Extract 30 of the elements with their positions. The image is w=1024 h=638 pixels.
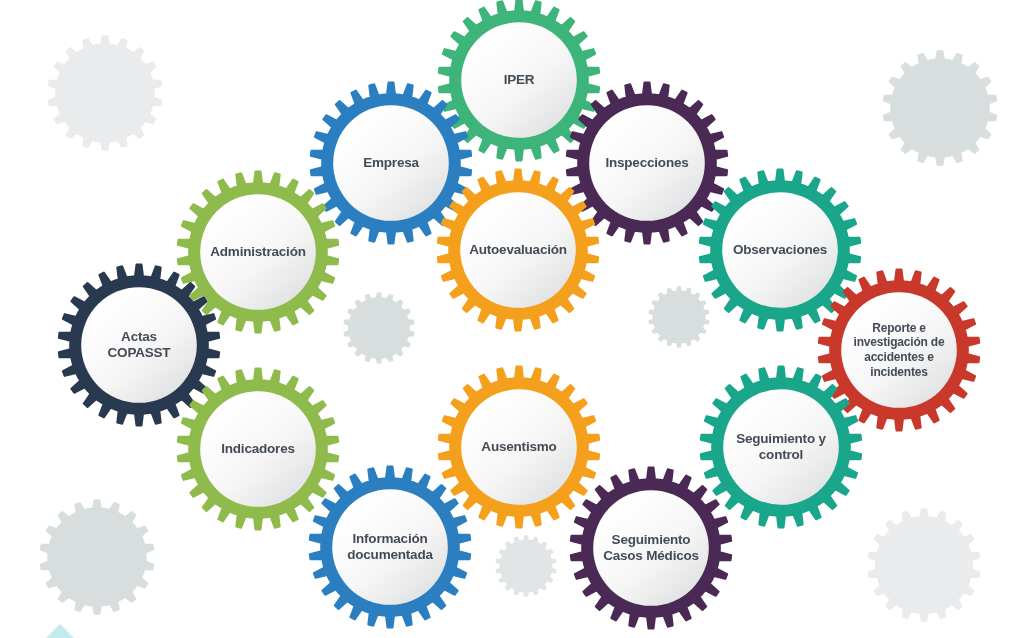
gear: [698, 168, 862, 332]
gear: [176, 170, 340, 334]
gear-label: Inspecciones: [605, 154, 689, 172]
gear: [308, 465, 472, 629]
gear: [176, 367, 340, 531]
gear-label: Información documentada: [346, 530, 434, 564]
gear: [309, 81, 473, 245]
gear-label: Empresa: [363, 154, 419, 172]
gear-label: Reporte e investigación de accidentes e incidentes: [852, 320, 946, 380]
gear: [343, 292, 415, 364]
gear-label: Seguimiento Casos Médicos: [602, 531, 700, 565]
gear-label: Seguimiento y control: [735, 430, 827, 464]
gear: [882, 50, 998, 166]
gear-label: Ausentismo: [481, 438, 557, 456]
gear-label: Administración: [210, 243, 306, 261]
gear: [648, 286, 710, 348]
gear: [39, 499, 155, 615]
gear-label: Indicadores: [221, 440, 295, 458]
gear-label: IPER: [503, 71, 535, 89]
gear: [699, 365, 863, 529]
gear: [495, 535, 557, 597]
gear-label: Actas COPASST: [106, 328, 172, 362]
gear: [437, 365, 601, 529]
gear: [565, 81, 729, 245]
gear: [57, 263, 221, 427]
gear-label: Autoevaluación: [469, 241, 567, 259]
gear: [817, 268, 981, 432]
gear-label: Observaciones: [732, 241, 828, 259]
gear: [436, 168, 600, 332]
gear: [569, 466, 733, 630]
